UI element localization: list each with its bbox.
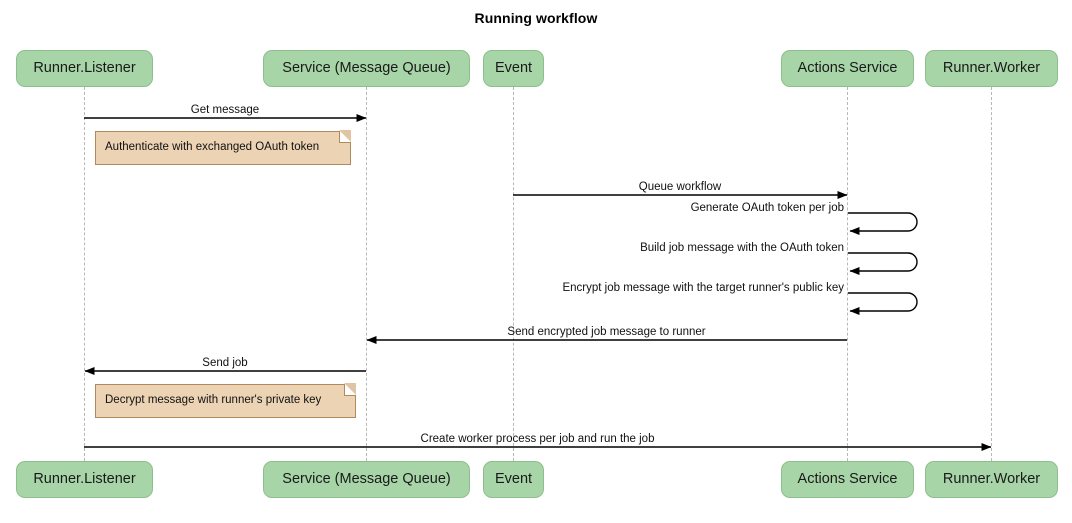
lifeline-event [513, 87, 514, 461]
participant-runner-worker-header[interactable]: Runner.Worker [925, 50, 1058, 87]
message-label-send-encrypted-job-message-to-runner: Send encrypted job message to runner [507, 326, 706, 338]
note-label: Authenticate with exchanged OAuth token [105, 141, 320, 154]
message-label-create-worker-process-per-job-and-run-the-job: Create worker process per job and run th… [420, 433, 655, 445]
lifeline-runner-listener [84, 87, 85, 461]
note-decrypt-message-with-runners-private-key: Decrypt message with runner's private ke… [95, 383, 356, 418]
page-title: Running workflow [474, 10, 598, 26]
message-label-queue-workflow: Queue workflow [638, 181, 722, 193]
message-label-get-message: Get message [190, 104, 260, 116]
message-label-generate-oauth-token-per-job: Generate OAuth token per job [690, 202, 844, 214]
note-authenticate-with-exchanged-oauth-token: Authenticate with exchanged OAuth token [95, 130, 351, 165]
participant-event-footer[interactable]: Event [483, 461, 544, 498]
participant-actions-service-footer[interactable]: Actions Service [781, 461, 914, 498]
message-label-build-job-message-with-the-oauth-token: Build job message with the OAuth token [640, 242, 844, 254]
participant-service-message-queue-footer[interactable]: Service (Message Queue) [263, 461, 470, 498]
self-message-arrow-generate-oauth-token-per-job [848, 212, 918, 235]
participant-event-header[interactable]: Event [483, 50, 544, 87]
participant-label: Runner.Worker [942, 471, 1041, 488]
participant-service-message-queue-header[interactable]: Service (Message Queue) [263, 50, 470, 87]
participant-label: Runner.Listener [33, 471, 136, 488]
participant-runner-worker-footer[interactable]: Runner.Worker [925, 461, 1058, 498]
participant-label: Event [494, 471, 533, 488]
note-fold-corner-icon [344, 383, 356, 396]
message-label-send-job: Send job [202, 357, 248, 369]
participant-label: Actions Service [797, 60, 898, 77]
lifeline-service-message-queue [366, 87, 367, 461]
note-label: Decrypt message with runner's private ke… [105, 394, 322, 407]
self-message-arrow-build-job-message-with-the-oauth-token [848, 252, 918, 275]
self-message-arrow-encrypt-job-message-with-the-target-runners-public-key [848, 292, 918, 315]
message-label-encrypt-job-message-with-the-target-runners-public-key: Encrypt job message with the target runn… [562, 282, 844, 294]
note-fold-corner-icon [339, 130, 351, 143]
participant-label: Service (Message Queue) [282, 60, 451, 77]
lifeline-actions-service [847, 87, 848, 461]
participant-actions-service-header[interactable]: Actions Service [781, 50, 914, 87]
participant-label: Runner.Listener [33, 60, 136, 77]
participant-label: Event [494, 60, 533, 77]
lifeline-runner-worker [991, 87, 992, 461]
participant-label: Actions Service [797, 471, 898, 488]
participant-runner-listener-header[interactable]: Runner.Listener [16, 50, 153, 87]
participant-label: Service (Message Queue) [282, 471, 451, 488]
participant-runner-listener-footer[interactable]: Runner.Listener [16, 461, 153, 498]
participant-label: Runner.Worker [942, 60, 1041, 77]
